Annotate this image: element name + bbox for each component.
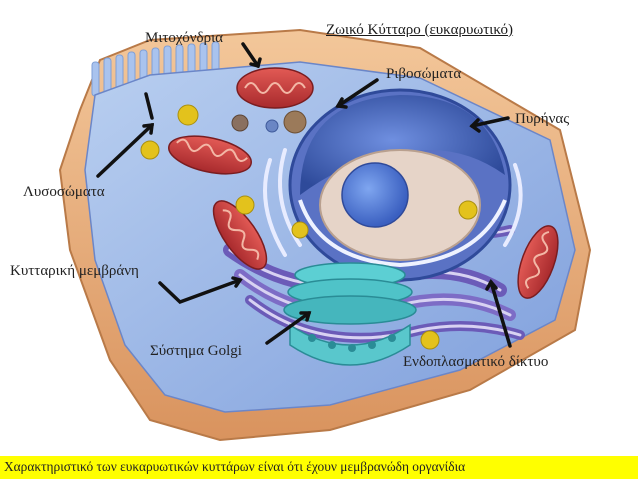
arrow-ribosomes-head xyxy=(335,97,348,109)
label-cell-membrane: Κυτταρική μεμβράνη xyxy=(10,263,139,279)
mitochondrion-left xyxy=(168,135,252,175)
arrow-mitochondria-head xyxy=(249,57,262,69)
mitochondrion-right xyxy=(517,225,559,299)
diagram-title: Ζωικό Κύτταρο (ευκαρυωτικό) xyxy=(326,22,514,38)
mitochondrion-top xyxy=(236,67,314,109)
lysosomes xyxy=(140,104,478,350)
pointer-arrows xyxy=(96,42,512,348)
arrow-nucleus-head xyxy=(469,118,481,133)
label-endoplasmic-reticulum: Ενδοπλασματικό δίκτυο xyxy=(403,354,549,370)
arrow-golgi xyxy=(265,311,311,345)
arrow-nucleus xyxy=(470,116,510,128)
label-nucleus: Πυρήνας xyxy=(515,111,570,127)
arrow-golgi-head xyxy=(299,311,312,322)
label-lysosomes: Λυσοσώματα xyxy=(23,184,105,200)
arrow-lysosomes-head xyxy=(142,122,155,135)
footer-caption: Χαρακτηριστικό των ευκαρυωτικών κυττάρων… xyxy=(0,456,638,479)
arrow-left-membrane xyxy=(144,92,154,120)
arrow-membrane-head xyxy=(231,276,243,288)
nucleus xyxy=(288,88,512,282)
arrow-mitochondria xyxy=(241,42,260,68)
label-golgi: Σύστημα Golgi xyxy=(150,343,242,359)
label-ribosomes: Ριβοσώματα xyxy=(386,66,462,82)
arrow-er-head xyxy=(485,278,498,291)
arrow-er xyxy=(489,280,512,348)
arrow-ribosomes xyxy=(336,78,379,108)
vesicles xyxy=(231,110,307,134)
label-mitochondria: Μιτοχόνδρια xyxy=(145,30,223,46)
mitochondrion-lower-left xyxy=(212,200,268,270)
mitochondria-group xyxy=(168,67,559,299)
golgi-apparatus xyxy=(283,262,417,366)
animal-cell-illustration xyxy=(58,28,592,442)
arrow-membrane xyxy=(158,278,242,305)
arrow-lysosomes xyxy=(96,123,154,178)
